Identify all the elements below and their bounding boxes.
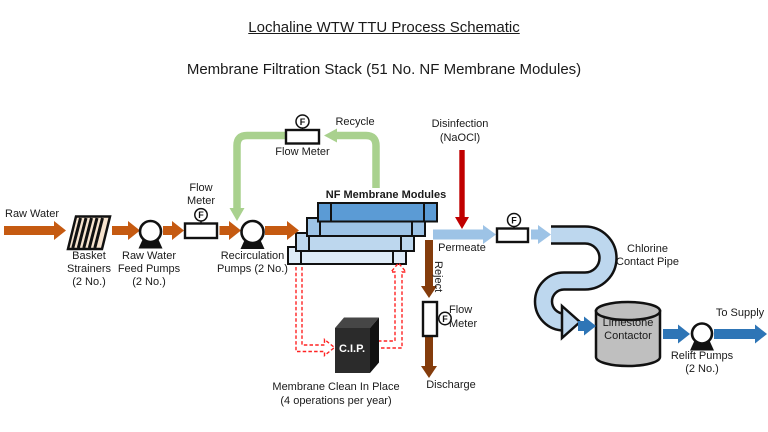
permeate-flow-meter-icon: F bbox=[495, 212, 530, 244]
reject-arrows bbox=[421, 240, 437, 378]
recycle-pipe-from-stack bbox=[337, 131, 380, 188]
cip-unit bbox=[335, 317, 379, 373]
membrane-module-3 bbox=[295, 232, 415, 252]
limestone-contactor-label: Limestone Contactor bbox=[596, 317, 660, 343]
basket-strainers-line1: Basket bbox=[72, 250, 106, 262]
relift-pumps-line1: Relift Pumps bbox=[670, 350, 734, 362]
recycle-arrowhead-left-icon bbox=[324, 128, 337, 143]
recirculation-pumps-label: Recirculation Pumps (2 No.) bbox=[204, 250, 301, 276]
contactor-body bbox=[594, 309, 662, 368]
feed-flow-meter-icon: F bbox=[183, 207, 219, 240]
limestone-line2: Contactor bbox=[604, 330, 652, 342]
cip-feed-line bbox=[295, 267, 336, 357]
relift-pumps-label: Relift Pumps (2 No.) bbox=[666, 350, 738, 376]
recycle-arrowhead-down-icon bbox=[229, 208, 245, 221]
naocl-dosing-arrow-icon bbox=[455, 150, 469, 229]
strainer-to-pump-arrow-icon bbox=[112, 221, 140, 240]
to-supply-arrow-icon bbox=[714, 324, 767, 344]
reject-arrow-icon bbox=[421, 240, 437, 298]
feed-flow-meter-line2: Meter bbox=[186, 195, 216, 207]
pumps bbox=[138, 219, 714, 351]
chlorine-contact-pipe-label: Chlorine Contact Pipe bbox=[607, 243, 688, 269]
contact-pipe-bore bbox=[536, 227, 616, 330]
meter-to-recirc-arrow-icon bbox=[219, 221, 241, 240]
recycle-flow-meter-label: Flow Meter bbox=[275, 146, 330, 158]
cip-caption: Membrane Clean In Place (4 operations pe… bbox=[258, 381, 414, 408]
page-title: Lochaline WTW TTU Process Schematic bbox=[248, 19, 520, 36]
cip-caption-line2: (4 operations per year) bbox=[280, 394, 392, 407]
relift-pumps-line2: (2 No.) bbox=[685, 363, 719, 375]
basket-strainers-line2: Strainers bbox=[66, 263, 112, 275]
to-supply-label: To Supply bbox=[715, 307, 765, 319]
raw-water-label: Raw Water bbox=[5, 208, 59, 220]
permeate-arrow2-icon bbox=[531, 225, 551, 244]
limestone-line1: Limestone bbox=[602, 317, 654, 329]
recirc-to-stack-arrow-icon bbox=[265, 221, 299, 240]
feed-pumps-label: Raw Water Feed Pumps (2 No.) bbox=[117, 250, 181, 289]
permeate-arrow-icon bbox=[433, 225, 496, 244]
contactor-top bbox=[594, 300, 662, 322]
pipe-to-contactor-arrow-icon bbox=[578, 316, 596, 336]
cip-unit-label: C.I.P. bbox=[338, 343, 366, 355]
feed-pumps-line3: (2 No.) bbox=[132, 276, 166, 288]
reject-flow-meter-icon: F bbox=[421, 300, 452, 338]
permeate-label: Permeate bbox=[438, 242, 486, 254]
flow-meters: F F F F bbox=[183, 114, 530, 338]
cip-lines bbox=[295, 261, 408, 357]
cip-box-front bbox=[335, 328, 370, 373]
reject-flow-meter-label: Flow Meter bbox=[449, 303, 491, 331]
treated-water-arrows bbox=[578, 316, 767, 344]
discharge-label: Discharge bbox=[426, 379, 476, 391]
recirculation-pumps-line1: Recirculation bbox=[220, 250, 285, 262]
recycle-label: Recycle bbox=[335, 116, 375, 128]
feed-flow-meter-letter: F bbox=[198, 210, 204, 220]
recirculation-pumps-line2: Pumps (2 No.) bbox=[217, 263, 288, 275]
recycle-pipe-to-pumps bbox=[233, 131, 286, 208]
chlorine-line1: Chlorine bbox=[627, 243, 668, 255]
basket-strainer bbox=[66, 215, 112, 251]
feed-pumps-line1: Raw Water bbox=[122, 250, 176, 262]
page-subtitle: Membrane Filtration Stack (51 No. NF Mem… bbox=[186, 61, 582, 78]
membrane-module-1 bbox=[317, 202, 438, 223]
chlorine-line2: Contact Pipe bbox=[616, 256, 679, 268]
limestone-contactor bbox=[594, 300, 662, 368]
basket-strainers-label: Basket Strainers (2 No.) bbox=[57, 250, 121, 289]
contactor-to-pump-arrow-icon bbox=[663, 324, 690, 344]
membrane-stack bbox=[287, 202, 438, 265]
reject-flow-meter-line1: Flow bbox=[449, 304, 473, 316]
discharge-arrow-icon bbox=[421, 337, 437, 378]
membrane-modules-label: NF Membrane Modules bbox=[325, 189, 447, 201]
feed-flow-meter-label: Flow Meter bbox=[175, 182, 227, 208]
disinfection-line1: Disinfection bbox=[431, 118, 489, 130]
relift-pump-icon bbox=[690, 322, 714, 351]
disinfection-arrow bbox=[455, 150, 469, 229]
cip-box-top bbox=[335, 317, 379, 328]
recirculation-pump-icon bbox=[240, 219, 265, 249]
cip-box-side bbox=[370, 317, 379, 373]
strainer-screen-icon bbox=[71, 217, 104, 249]
feed-pumps-line2: Feed Pumps bbox=[117, 263, 181, 275]
recycle-flow-meter-icon: F bbox=[284, 114, 321, 145]
chlorine-contact-pipe bbox=[533, 225, 618, 341]
recycle-pipe bbox=[229, 128, 380, 221]
reject-flow-meter-letter: F bbox=[442, 314, 448, 324]
permeate-flow-meter-letter: F bbox=[511, 216, 517, 226]
basket-strainers-line3: (2 No.) bbox=[72, 276, 106, 288]
feed-flow-meter-line1: Flow bbox=[189, 182, 213, 194]
raw-water-feed-pump-icon bbox=[138, 219, 163, 249]
cip-return-line bbox=[378, 261, 408, 349]
disinfection-label: Disinfection (NaOCl) bbox=[424, 117, 496, 145]
reject-flow-meter-line2: Meter bbox=[449, 318, 478, 330]
recycle-flow-meter-letter: F bbox=[300, 117, 306, 127]
permeate-arrows bbox=[433, 225, 551, 244]
raw-water-arrows bbox=[4, 221, 299, 240]
reject-label: Reject bbox=[432, 261, 444, 293]
cip-caption-line1: Membrane Clean In Place bbox=[272, 381, 400, 393]
raw-water-arrow-icon bbox=[4, 221, 66, 240]
contact-pipe-arrowhead-icon bbox=[560, 303, 582, 341]
disinfection-line2: (NaOCl) bbox=[439, 132, 481, 144]
pump-to-meter-arrow-icon bbox=[163, 221, 184, 240]
